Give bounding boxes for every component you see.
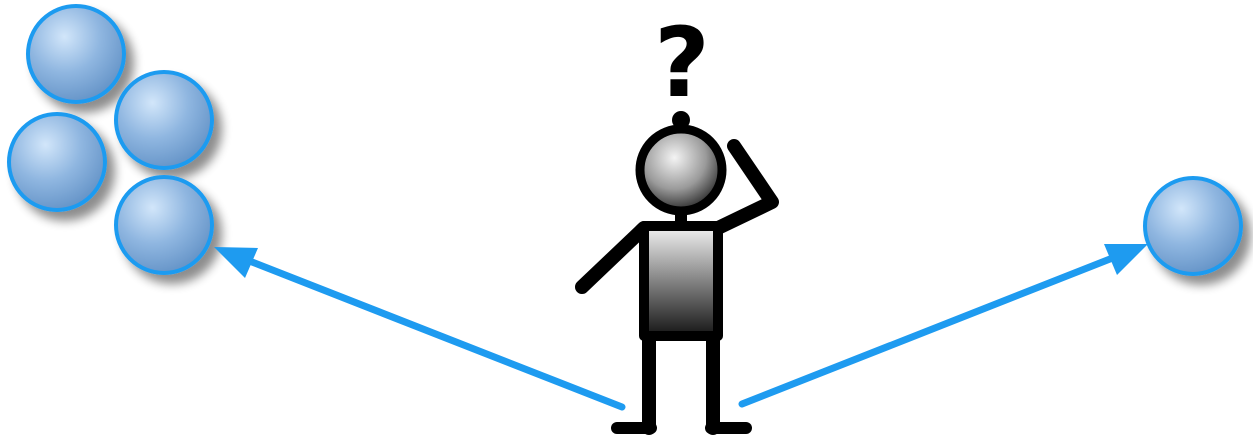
stick-figure: ? xyxy=(582,7,772,428)
right-arrow xyxy=(742,244,1148,404)
ball xyxy=(9,114,105,210)
right-arm xyxy=(718,146,772,228)
torso xyxy=(644,226,718,336)
right-ball-group xyxy=(1145,178,1241,274)
left-ball-group xyxy=(9,6,212,273)
ball xyxy=(1145,178,1241,274)
head-knob xyxy=(672,111,690,129)
ball xyxy=(28,6,124,102)
ball xyxy=(116,177,212,273)
ball xyxy=(116,72,212,168)
left-arrow xyxy=(214,247,622,407)
question-mark: ? xyxy=(654,7,710,119)
head xyxy=(640,129,722,211)
left-arm xyxy=(582,228,644,287)
